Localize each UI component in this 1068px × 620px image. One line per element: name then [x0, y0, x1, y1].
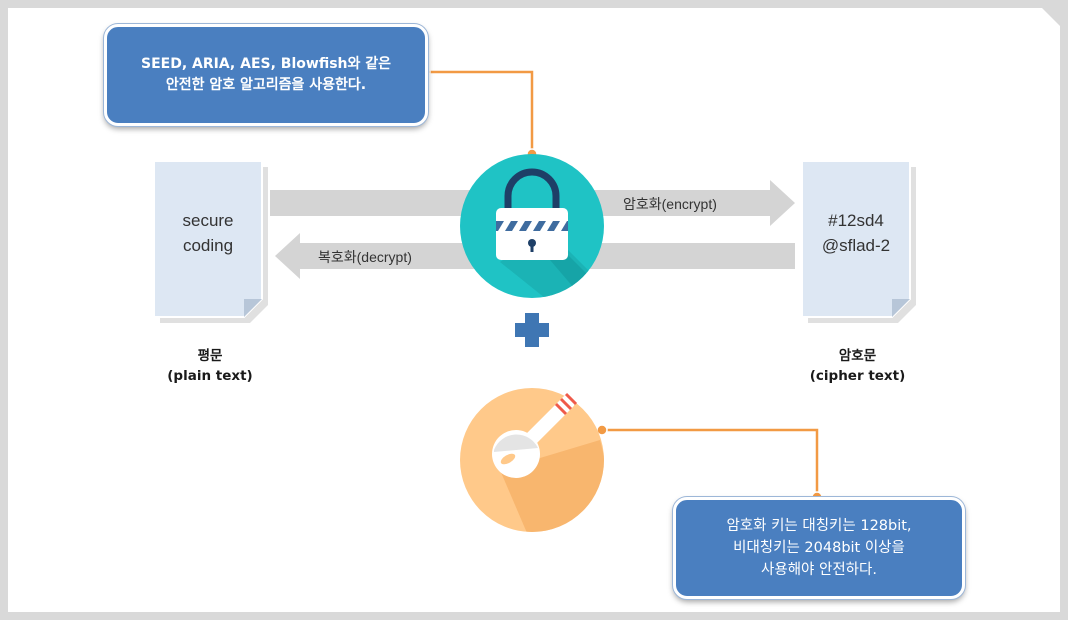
ciphertext-caption-korean: 암호문	[838, 348, 877, 364]
padlock-icon	[460, 154, 604, 298]
decrypt-label: 복호화(decrypt)	[318, 249, 412, 265]
plaintext-line2: coding	[182, 236, 234, 255]
key-length-callout-line2: 비대칭키는 2048bit 이상을	[733, 540, 905, 556]
plaintext-document-icon	[153, 160, 268, 323]
plus-icon	[515, 313, 549, 347]
plaintext-line1: secure	[182, 211, 234, 230]
plaintext-content: secure coding	[152, 208, 264, 258]
key-length-callout-line1: 암호화 키는 대칭키는 128bit,	[726, 518, 912, 534]
top-connector	[419, 66, 538, 160]
plaintext-caption: 평문 (plain text)	[150, 346, 270, 386]
encrypt-label: 암호화(encrypt)	[623, 196, 717, 212]
ciphertext-line2: @sflad-2	[821, 236, 891, 255]
ciphertext-document-icon	[801, 160, 916, 323]
plaintext-caption-korean: 평문	[197, 348, 223, 364]
key-icon	[460, 388, 604, 532]
key-length-callout-line3: 사용해야 안전하다.	[761, 562, 877, 578]
ciphertext-content: #12sd4 @sflad-2	[800, 208, 912, 258]
ciphertext-line1: #12sd4	[828, 211, 884, 230]
ciphertext-caption-english: (cipher text)	[809, 368, 906, 384]
key-length-callout: 암호화 키는 대칭키는 128bit, 비대칭키는 2048bit 이상을 사용…	[673, 497, 965, 599]
ciphertext-caption: 암호문 (cipher text)	[795, 346, 920, 386]
algorithm-callout: SEED, ARIA, AES, Blowfish와 같은 안전한 암호 알고리…	[104, 24, 428, 126]
algorithm-callout-line1: SEED, ARIA, AES, Blowfish와 같은	[140, 56, 392, 72]
plaintext-caption-english: (plain text)	[167, 368, 253, 384]
bottom-connector	[596, 424, 823, 503]
algorithm-callout-line2: 안전한 암호 알고리즘을 사용한다.	[165, 77, 367, 93]
